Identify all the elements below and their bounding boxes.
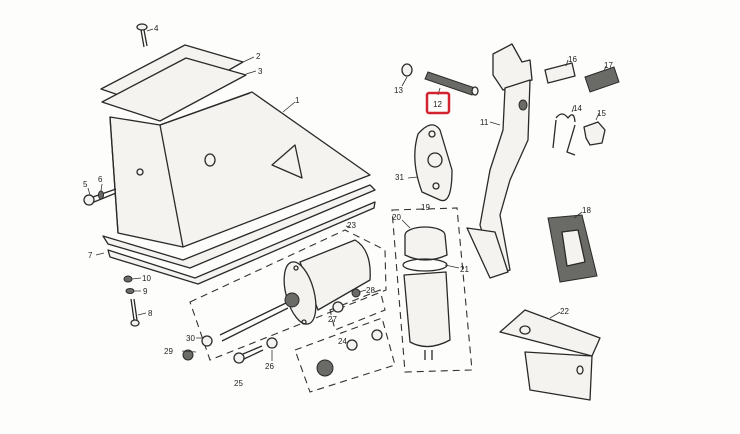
callout-30: 30 xyxy=(186,334,195,343)
callout-24: 24 xyxy=(338,337,347,346)
callout-2: 2 xyxy=(256,52,261,61)
callout-6: 6 xyxy=(98,175,103,184)
callout-4: 4 xyxy=(154,24,159,33)
callout-1: 1 xyxy=(295,96,300,105)
callout-25: 25 xyxy=(234,379,243,388)
washer-30 xyxy=(201,335,213,347)
washer-28 xyxy=(351,288,361,298)
callout-26: 26 xyxy=(265,362,274,371)
pin-12 xyxy=(424,71,479,96)
callout-13: 13 xyxy=(394,86,403,95)
actuator-cylinder-23 xyxy=(219,239,371,342)
callout-28: 28 xyxy=(366,286,375,295)
bolt-5-6 xyxy=(83,188,117,206)
callout-27: 27 xyxy=(328,315,337,324)
assembly-boundary-24 xyxy=(294,317,396,393)
washer-9 xyxy=(125,288,135,294)
callout-21: 21 xyxy=(460,265,469,274)
bush-15 xyxy=(583,121,606,146)
callout-31: 31 xyxy=(395,173,404,182)
washer-26 xyxy=(266,337,278,349)
bush-17 xyxy=(584,66,620,93)
housing-1 xyxy=(109,91,371,248)
pedal-11 xyxy=(466,43,533,279)
bolt-4 xyxy=(136,23,148,48)
washer-27 xyxy=(332,301,344,313)
callout-3: 3 xyxy=(258,67,263,76)
callout-8: 8 xyxy=(148,309,153,318)
bracket-22 xyxy=(499,309,601,401)
spring-14 xyxy=(552,113,576,156)
bolt-25 xyxy=(233,345,264,364)
callout-29: 29 xyxy=(164,347,173,356)
callout-11: 11 xyxy=(480,118,489,127)
callout-22: 22 xyxy=(560,307,569,316)
gasket-3 xyxy=(101,57,247,122)
callout-23: 23 xyxy=(347,221,356,230)
callout-9: 9 xyxy=(143,287,148,296)
ring-24b xyxy=(346,339,358,351)
callout-14: 14 xyxy=(573,104,582,113)
assembly-boundary-19 xyxy=(391,207,473,373)
gasket-7 xyxy=(107,201,376,285)
assembly-boundary-27 xyxy=(329,289,386,331)
callout-20: 20 xyxy=(392,213,401,222)
bolt-8 xyxy=(130,298,140,327)
washer-13 xyxy=(401,63,413,77)
leader-lines xyxy=(87,28,607,361)
callout-10: 10 xyxy=(142,274,151,283)
pedal-pad-18 xyxy=(547,214,598,283)
gasket-31 xyxy=(414,124,453,202)
callout-19: 19 xyxy=(421,203,430,212)
ring-24c xyxy=(371,329,383,341)
callout-17: 17 xyxy=(604,61,613,70)
callout-7: 7 xyxy=(88,251,93,260)
nut-10 xyxy=(123,275,133,283)
callout-5: 5 xyxy=(83,180,88,189)
callout-12[interactable]: 12 xyxy=(433,100,442,109)
reservoir-19 xyxy=(402,226,451,360)
highlight-box-12 xyxy=(425,91,451,115)
seal-24 xyxy=(316,359,334,377)
base-flange xyxy=(102,184,376,269)
bush-16 xyxy=(544,62,576,84)
callout-18: 18 xyxy=(582,206,591,215)
callout-16: 16 xyxy=(568,55,577,64)
nut-29 xyxy=(182,349,194,361)
callout-15: 15 xyxy=(597,109,606,118)
